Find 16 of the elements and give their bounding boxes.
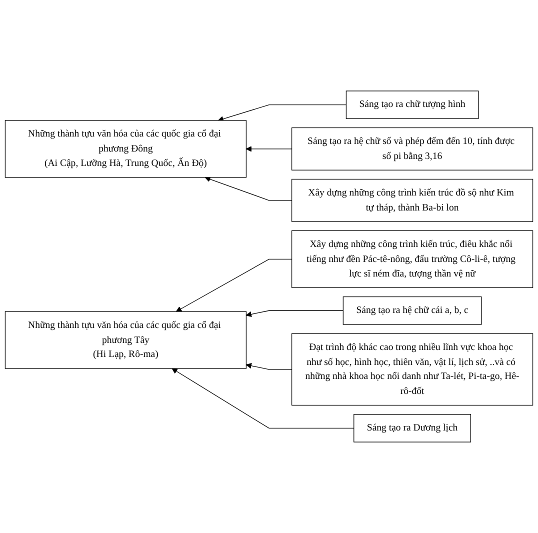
node-box: Sáng tạo ra chữ tượng hình (346, 90, 479, 119)
arrow (246, 362, 292, 370)
node-box: Xây dựng những công trình kiến trúc đồ sộ như Kim tự tháp, thành Ba-bi lon (291, 178, 534, 222)
arrow (176, 258, 292, 312)
arrow (246, 146, 292, 152)
node-box: Đạt trình độ khác cao trong nhiều lĩnh vực khoa học như số học, hình học, thiên văn, vật lí, lịch sử, ..và có những nhà khoa học nổi danh như Ta-lét, Pi-ta-go, Hê-rô-đốt (291, 333, 534, 406)
arrow (172, 368, 354, 429)
arrow (218, 104, 347, 122)
node-box: Những thành tựu văn hóa của các quốc gia cổ đại phương Tây (Hi Lạp, Rô-ma) (4, 311, 247, 369)
node-box: Sáng tạo ra Dương lịch (354, 414, 472, 442)
node-box: Những thành tựu văn hóa của các quốc gia cổ đại phương Đông (Ai Cập, Lưỡng Hà, Trung Quốc, Ấn Độ) (4, 120, 247, 178)
arrow (246, 310, 344, 318)
node-box: Sáng tạo ra hệ chữ cái a, b, c (342, 296, 482, 325)
node-box: Xây dựng những công trình kiến trúc, điêu khắc nổi tiếng như đền Pác-tê-nông, đấu trường Cô-li-ê, tượng lực sĩ ném đĩa, tượng thần vệ nữ (291, 230, 534, 288)
node-box: Sáng tạo ra hệ chữ số và phép đếm đến 10, tính được số pi bằng 3,16 (291, 127, 534, 170)
arrow (204, 176, 292, 201)
